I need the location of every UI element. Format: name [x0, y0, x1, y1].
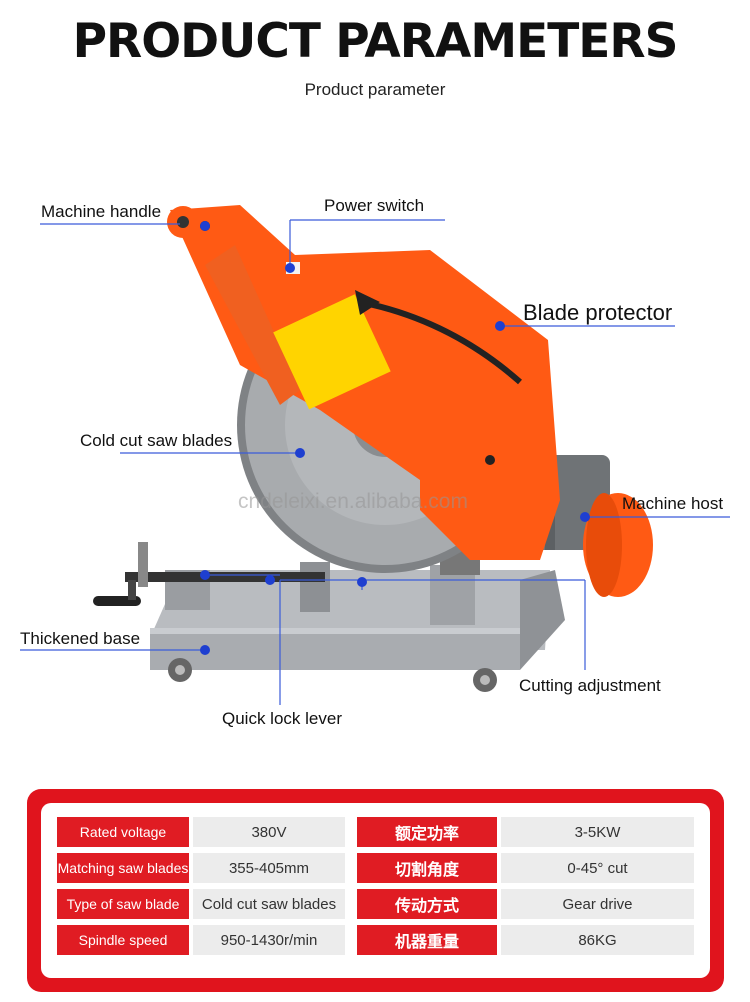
spec-label-transmission: 传动方式 [357, 889, 497, 919]
spec-label-spindle-speed: Spindle speed [57, 925, 189, 955]
spec-value-rated-voltage: 380V [193, 817, 345, 847]
spec-label-rated-power: 额定功率 [357, 817, 497, 847]
spec-label-matching-saw-blades: Matching saw blades [57, 853, 189, 883]
spec-table: Rated voltage 380V Matching saw blades 3… [41, 803, 710, 978]
spec-value-machine-weight: 86KG [501, 925, 694, 955]
callout-machine-handle: Machine handle [41, 202, 162, 221]
callout-lines [20, 219, 730, 705]
spec-value-matching-saw-blades: 355-405mm [193, 853, 345, 883]
spec-label-type-of-saw-blade: Type of saw blade [57, 889, 189, 919]
page-title: PRODUCT PARAMETERS [72, 14, 679, 69]
callout-machine-host: Machine host [622, 494, 724, 513]
callout-blade-protector: Blade protector [523, 300, 673, 325]
spec-value-cutting-angle: 0-45° cut [501, 853, 694, 883]
spec-value-type-of-saw-blade: Cold cut saw blades [193, 889, 345, 919]
spec-value-spindle-speed: 950-1430r/min [193, 925, 345, 955]
machine-base [150, 545, 565, 692]
callout-dots [200, 221, 590, 655]
blade-guard [167, 205, 560, 560]
spec-panel: Rated voltage 380V Matching saw blades 3… [27, 789, 724, 992]
callout-thickened-base: Thickened base [20, 629, 141, 648]
spec-label-rated-voltage: Rated voltage [57, 817, 189, 847]
callout-cutting-adjustment: Cutting adjustment [519, 676, 661, 695]
cut-off-saw-illustration [20, 205, 730, 705]
spec-value-rated-power: 3-5KW [501, 817, 694, 847]
callout-power-switch: Power switch [324, 196, 425, 215]
spec-value-transmission: Gear drive [501, 889, 694, 919]
vise-crank [93, 542, 325, 606]
spec-label-machine-weight: 机器重量 [357, 925, 497, 955]
watermark: cndeleixi.en.alibaba.com [238, 490, 468, 513]
page-subtitle: Product parameter [304, 80, 446, 99]
callout-cold-cut-saw-blades: Cold cut saw blades [80, 431, 233, 450]
spec-label-cutting-angle: 切割角度 [357, 853, 497, 883]
callout-quick-lock-lever: Quick lock lever [222, 709, 342, 728]
